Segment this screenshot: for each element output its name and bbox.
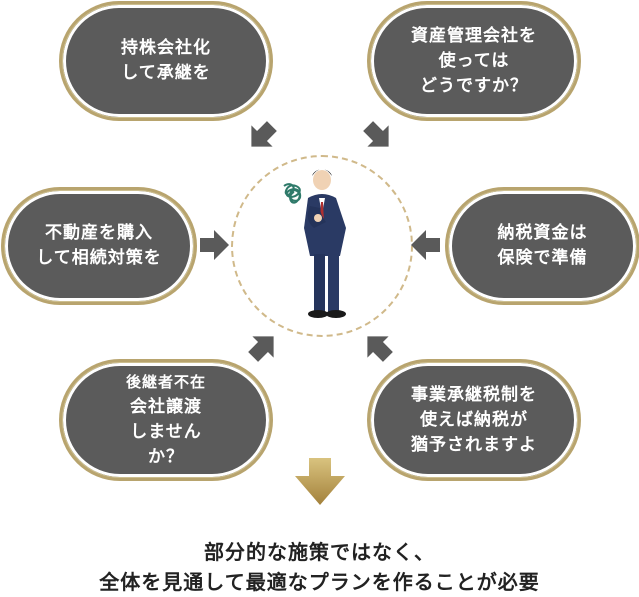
bubble-asset-management-company: 資産管理会社を 使っては どうですか？: [370, 4, 578, 118]
arrow-bottom-left: [248, 336, 274, 362]
bubble-insurance-text: 納税資金は 保険で準備: [497, 223, 588, 268]
bubble-real-estate: 不動産を購入 して相続対策を: [4, 190, 194, 302]
bubble-company-transfer-text: 後継者不在 会社譲渡 しませんか？: [125, 373, 206, 467]
bubble-tax-system-text: 事業承継税制を 使えば納税が 猶予されますよ: [411, 384, 537, 455]
conclusion-line-2: 全体を見通して最適なプランを作ることが必要: [99, 570, 540, 594]
conclusion-line-1: 部分的な施策ではなく、: [204, 540, 435, 564]
arrow-top-left: [251, 121, 277, 147]
arrow-top-right: [363, 121, 389, 147]
bubble-tax-system: 事業承継税制を 使えば納税が 猶予されますよ: [370, 362, 578, 478]
arrow-bottom-right: [367, 336, 393, 362]
arrow-mid-left: [200, 230, 229, 260]
bubble-real-estate-text: 不動産を購入 して相続対策を: [36, 223, 162, 268]
worried-businessman-icon: [283, 169, 346, 318]
arrow-mid-right: [411, 230, 440, 260]
bubble-holding-company: 持株会社化 して承継を: [62, 4, 270, 118]
bubble-holding-company-text: 持株会社化 して承継を: [121, 38, 211, 83]
bubble-asset-management-company-text: 資産管理会社を 使っては どうですか？: [411, 25, 537, 96]
bubble-insurance: 納税資金は 保険で準備: [448, 190, 637, 302]
down-arrow-icon: [295, 458, 345, 505]
bubble-company-transfer: 後継者不在 会社譲渡 しませんか？: [62, 362, 270, 478]
